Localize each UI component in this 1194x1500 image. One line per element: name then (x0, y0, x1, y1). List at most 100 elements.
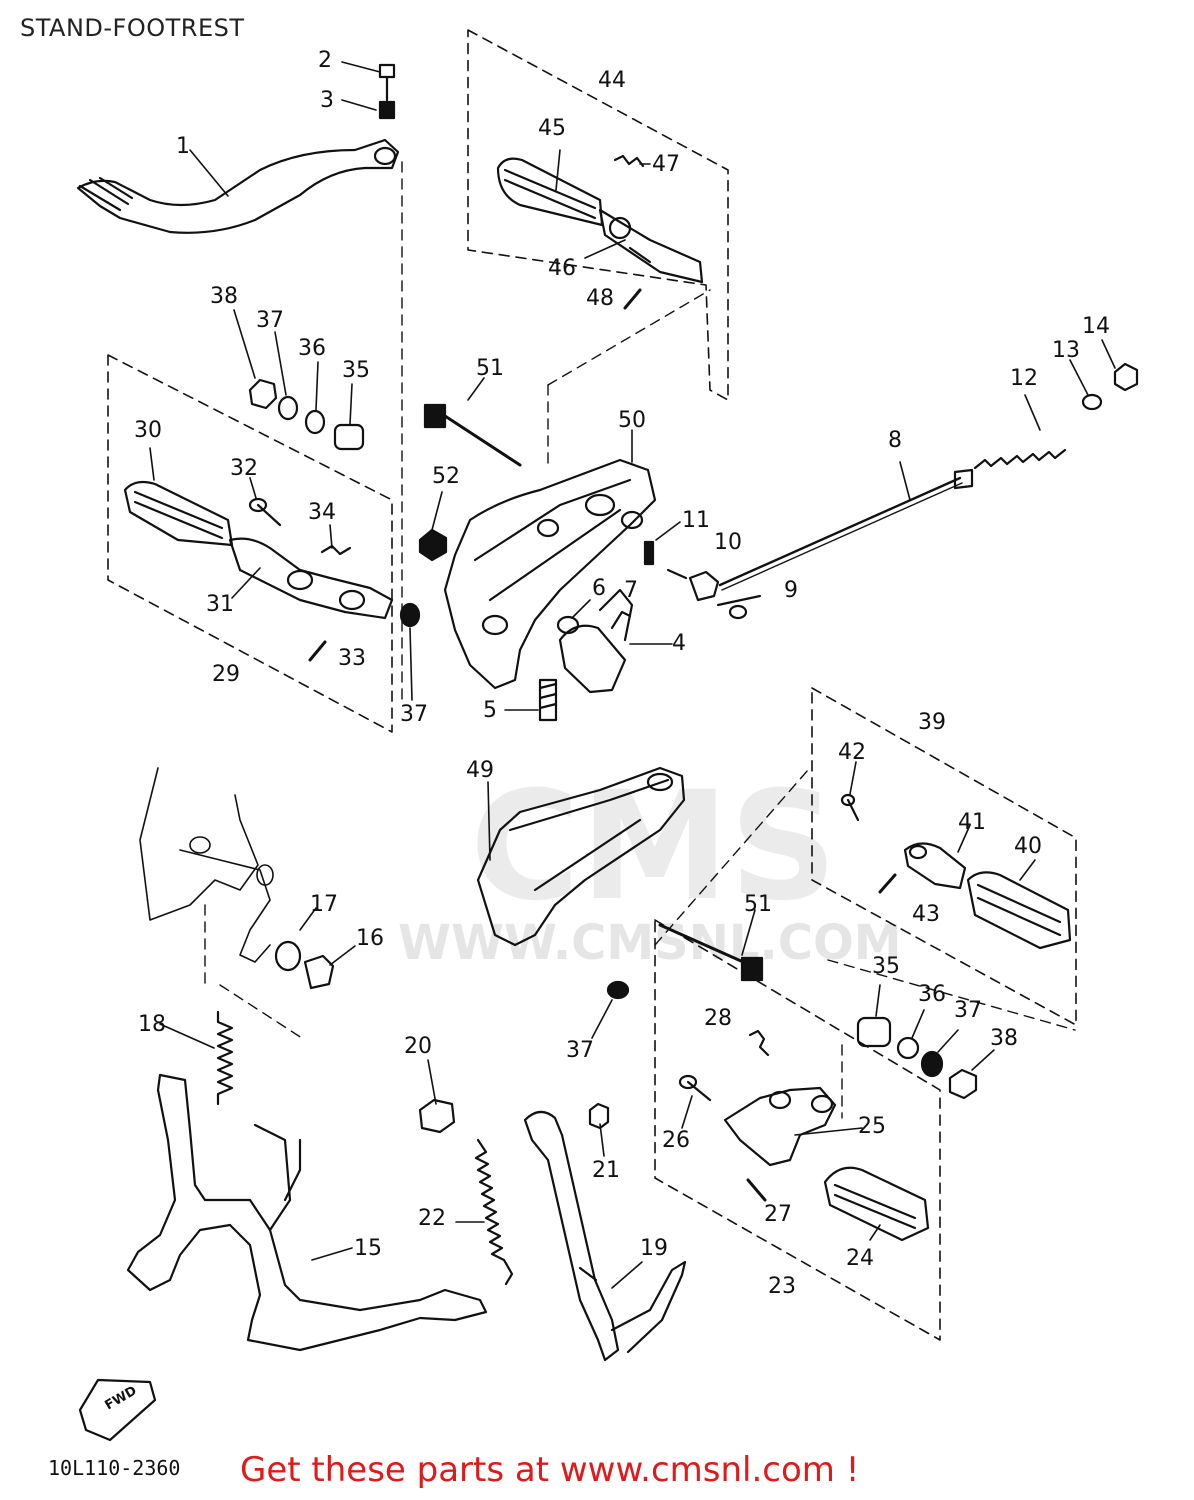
nut-3 (341, 99, 396, 120)
callout-11: 11 (682, 508, 710, 533)
callout-38-top: 38 (210, 284, 238, 309)
bracket-41 (903, 824, 971, 890)
callout-30: 30 (134, 418, 162, 443)
washer-6 (556, 599, 591, 635)
callout-25: 25 (858, 1114, 886, 1139)
callout-40: 40 (1014, 834, 1042, 859)
group-box-39 (811, 687, 1077, 1026)
callout-5: 5 (483, 698, 497, 723)
pin-32 (248, 477, 282, 527)
spring-28 (748, 1029, 770, 1057)
callout-50: 50 (618, 408, 646, 433)
bolt-16 (303, 945, 356, 990)
watermark-url: WWW.CMSNL.COM (398, 915, 902, 971)
bushing-36-bottom (896, 1009, 925, 1060)
nut-38-bottom (948, 1049, 995, 1100)
callout-14: 14 (1082, 314, 1110, 339)
callout-27: 27 (764, 1202, 792, 1227)
callout-6: 6 (592, 576, 606, 601)
callout-46: 46 (548, 256, 576, 281)
callout-32: 32 (230, 456, 258, 481)
callout-35-top: 35 (342, 358, 370, 383)
diagram-title: STAND-FOOTREST (20, 14, 245, 42)
callout-47: 47 (652, 152, 680, 177)
bracket-31 (228, 537, 394, 620)
group-box-44 (467, 29, 729, 401)
callout-45: 45 (538, 116, 566, 141)
callout-19: 19 (640, 1236, 668, 1261)
frame-section (139, 767, 274, 963)
callout-22: 22 (418, 1206, 446, 1231)
spring-47 (613, 154, 651, 168)
nut-14 (1101, 339, 1139, 392)
callout-28: 28 (704, 1006, 732, 1031)
washer-13 (1069, 359, 1103, 411)
bolt-51-bottom (658, 909, 764, 982)
brake-pedal (76, 138, 400, 234)
nut-21 (588, 1102, 610, 1157)
pin-46 (584, 239, 652, 264)
bolt-2 (341, 61, 396, 102)
spring-22 (455, 1138, 514, 1286)
callout-48: 48 (586, 286, 614, 311)
brake-rod-8 (718, 461, 974, 591)
cotter-33 (308, 640, 327, 662)
callout-26: 26 (662, 1128, 690, 1153)
callout-37-bottom: 37 (954, 998, 982, 1023)
footrest-45 (496, 149, 704, 284)
callout-12: 12 (1010, 366, 1038, 391)
callout-7: 7 (624, 578, 638, 603)
callout-36-top: 36 (298, 336, 326, 361)
callout-37-top: 37 (256, 308, 284, 333)
cotter-43 (878, 873, 897, 894)
footrest-bracket-50 (443, 429, 657, 690)
group-box-29 (107, 354, 393, 733)
washer-17 (274, 907, 317, 972)
footrest-bracket-49 (476, 766, 686, 947)
washer-37-mid (591, 980, 630, 1039)
promo-link[interactable]: Get these parts at www.cmsnl.com ! (240, 1450, 860, 1490)
nut-52 (418, 491, 448, 562)
callout-31: 31 (206, 592, 234, 617)
callout-39: 39 (918, 710, 946, 735)
callout-4: 4 (672, 631, 686, 656)
callout-2: 2 (318, 48, 332, 73)
callout-38-bottom: 38 (990, 1026, 1018, 1051)
pin-9 (716, 594, 762, 620)
callout-43: 43 (912, 902, 940, 927)
callout-20: 20 (404, 1034, 432, 1059)
callout-29: 29 (212, 662, 240, 687)
spring-18 (159, 1010, 234, 1106)
guide-lines (204, 161, 1076, 1119)
callout-18: 18 (138, 1012, 166, 1037)
bushing-35-top (333, 383, 365, 451)
side-stand-19 (523, 1110, 687, 1362)
callout-34: 34 (308, 500, 336, 525)
callout-9: 9 (784, 578, 798, 603)
callout-44: 44 (598, 68, 626, 93)
washer-37-left (399, 602, 421, 701)
callout-3: 3 (320, 88, 334, 113)
bolt-51-top (423, 377, 522, 467)
pin-11 (643, 521, 681, 566)
spring-34 (320, 524, 352, 556)
callout-21: 21 (592, 1158, 620, 1183)
callout-13: 13 (1052, 338, 1080, 363)
bolt-20 (418, 1059, 456, 1134)
callout-8: 8 (888, 428, 902, 453)
callout-42: 42 (838, 740, 866, 765)
callout-41: 41 (958, 810, 986, 835)
shaft-4 (558, 588, 673, 694)
washer-37-bottom (920, 1029, 959, 1078)
callout-1: 1 (176, 134, 190, 159)
callout-35-bottom: 35 (872, 954, 900, 979)
fwd-arrow-icon (78, 1378, 157, 1442)
washer-37-top (274, 331, 299, 421)
callout-24: 24 (846, 1246, 874, 1271)
footrest-24 (823, 1166, 930, 1242)
callout-51-top: 51 (476, 356, 504, 381)
part-7 (610, 610, 632, 630)
callout-52: 52 (432, 464, 460, 489)
